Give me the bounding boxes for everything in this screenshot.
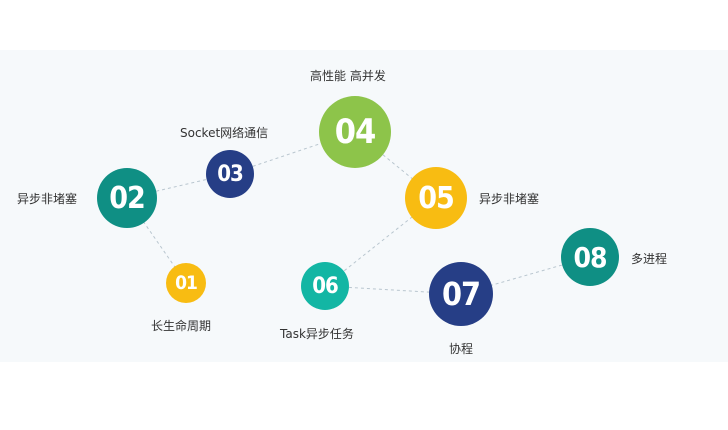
connector-06-07	[324, 285, 462, 295]
node-01-label: 长生命周期	[151, 319, 212, 333]
node-05-label: 异步非堵塞	[479, 192, 540, 206]
node-06-number: 06	[312, 273, 339, 299]
connector-07-08	[460, 256, 591, 295]
node-07-label: 协程	[449, 342, 474, 356]
node-01: 01	[166, 263, 206, 303]
node-05: 05	[405, 167, 467, 229]
node-03: 03	[206, 150, 254, 198]
node-04-number: 04	[334, 112, 377, 152]
node-02-number: 02	[109, 180, 146, 216]
node-01-number: 01	[175, 272, 198, 294]
node-03-label: Socket网络通信	[180, 126, 269, 140]
node-02: 02	[97, 168, 157, 228]
node-07-number: 07	[441, 275, 481, 313]
node-08: 08	[561, 228, 619, 286]
node-06: 06	[301, 262, 349, 310]
node-02-label: 异步非堵塞	[17, 192, 78, 206]
node-06-label: Task异步任务	[280, 327, 354, 341]
node-04: 04	[319, 96, 391, 168]
node-08-number: 08	[573, 240, 607, 274]
node-03-number: 03	[217, 161, 244, 187]
node-07: 07	[429, 262, 493, 326]
node-08-label: 多进程	[631, 252, 668, 266]
node-04-label: 高性能 高并发	[310, 69, 386, 83]
node-05-number: 05	[418, 180, 455, 216]
